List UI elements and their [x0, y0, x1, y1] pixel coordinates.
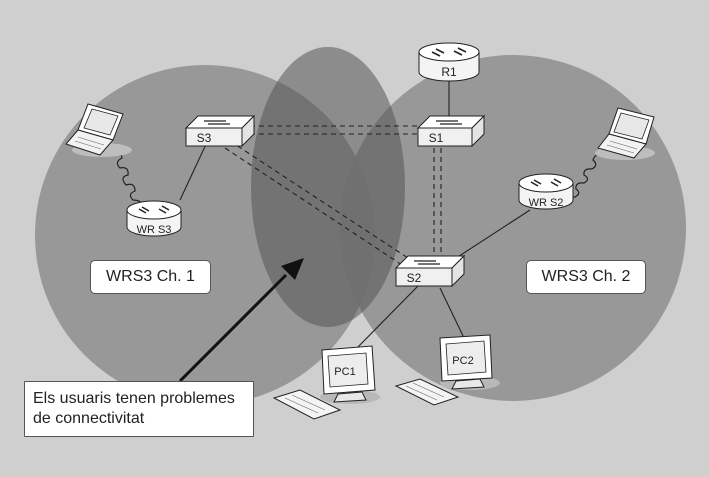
keyboard-icon — [606, 140, 638, 154]
pc1-label: PC1 — [334, 366, 355, 378]
laptop-left[interactable] — [65, 103, 132, 157]
pc2-label: PC2 — [452, 355, 473, 367]
switch-s3-label: S3 — [197, 131, 212, 145]
pc2[interactable]: PC2 — [394, 334, 500, 406]
switch-s1[interactable]: S1 — [416, 114, 486, 148]
wireless-router-wr-s2-label: WR S2 — [529, 197, 564, 209]
links — [179, 80, 531, 351]
switch-arrows-icon — [414, 260, 440, 265]
callout-arrow — [178, 258, 304, 383]
switch-s2[interactable]: S2 — [394, 254, 466, 288]
router-arrows-icon — [138, 205, 170, 214]
keyboard-icon — [272, 389, 342, 420]
router-r1[interactable]: R1 — [418, 42, 480, 82]
coverage-label-right: WRS3 Ch. 2 — [526, 260, 646, 294]
link-s2-pc2 — [439, 287, 466, 341]
wireless-router-wr-s3[interactable]: WR S3 — [126, 200, 182, 237]
link-s2-pc1 — [354, 285, 419, 351]
keyboard-icon — [394, 378, 460, 406]
router-r1-label: R1 — [441, 65, 457, 79]
router-arrows-icon — [530, 178, 562, 187]
wireless-router-wr-s3-label: WR S3 — [137, 224, 172, 236]
switch-arrows-icon — [436, 120, 462, 125]
pc1[interactable]: PC1 — [272, 345, 380, 420]
coverage-label-left: WRS3 Ch. 1 — [90, 260, 211, 294]
laptop-right[interactable] — [595, 107, 655, 160]
switch-s1-label: S1 — [429, 131, 444, 145]
wireless-link-left — [111, 150, 143, 206]
trunk-links — [224, 125, 442, 266]
switch-s2-label: S2 — [407, 271, 422, 285]
switch-arrows-icon — [204, 120, 230, 125]
overlap-zone — [251, 47, 405, 327]
switch-s3[interactable]: S3 — [184, 114, 256, 148]
link-s3-wrs3 — [179, 139, 209, 201]
callout-box: Els usuaris tenen problemes de connectiv… — [24, 381, 254, 437]
link-s2-wrs2 — [449, 209, 531, 263]
wireless-link-right — [566, 153, 604, 203]
router-arrows-icon — [431, 47, 467, 57]
wireless-router-wr-s2[interactable]: WR S2 — [518, 173, 574, 210]
keyboard-icon — [74, 136, 105, 150]
